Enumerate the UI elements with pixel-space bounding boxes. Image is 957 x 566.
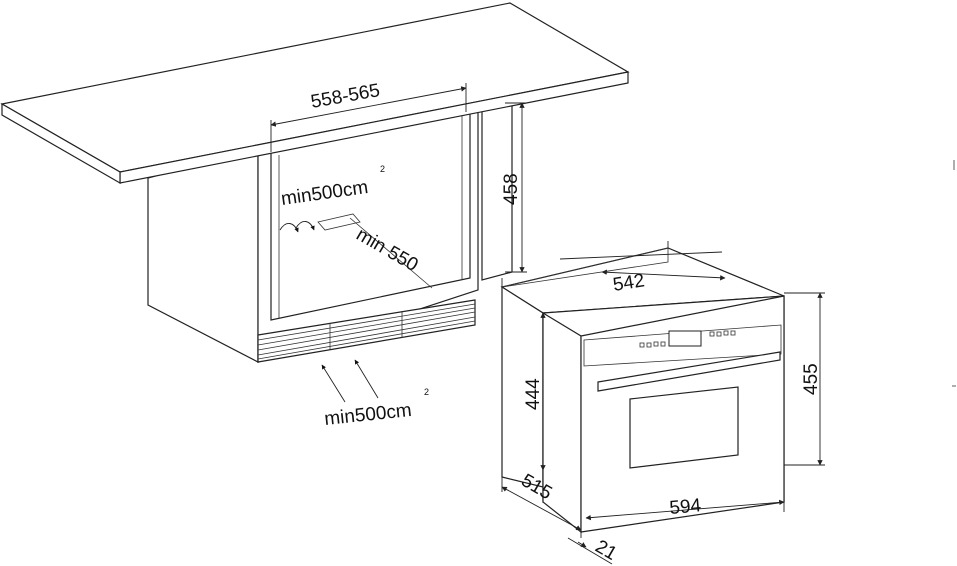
oven-body-height-label: 444: [523, 378, 544, 410]
niche-height-label: 458: [501, 173, 522, 205]
plinth-vent-grille: [257, 299, 476, 363]
top-vent-superscript: 2: [380, 164, 385, 174]
niche-height-dimension: 458: [501, 102, 527, 273]
oven-buttons-left: [639, 341, 666, 348]
oven-door-handle: [597, 351, 781, 392]
oven-display: [668, 330, 702, 347]
oven-body-back-edge: [501, 247, 669, 288]
rear-vent-slot: [317, 213, 361, 231]
cabinet-left-side: [147, 147, 259, 363]
oven-body-width-dimension: 542: [501, 241, 726, 296]
bottom-vent-label: min500cm: [323, 400, 412, 430]
oven-front-thickness: [542, 311, 582, 534]
oven: [500, 247, 785, 534]
oven-door-window: [629, 386, 739, 469]
worktop-side-edge: [1, 102, 121, 185]
oven-front-thickness-dimension: 21: [567, 536, 621, 565]
oven-front-thickness-label: 21: [592, 536, 621, 565]
bottom-vent-annotation: min500cm 2: [321, 359, 429, 430]
oven-front-height-dimension: 455: [784, 292, 825, 466]
oven-buttons-right: [709, 330, 736, 337]
oven-body-width-label: 542: [611, 270, 646, 296]
oven-control-panel: [583, 324, 782, 367]
oven-front-height-label: 455: [801, 363, 822, 395]
kitchen-cabinet: [147, 99, 513, 363]
oven-front-width-label: 594: [669, 495, 703, 519]
bottom-vent-superscript: 2: [424, 387, 429, 397]
oven-front-width-dimension: 594: [585, 495, 785, 521]
oven-body-height-dimension: 444: [523, 312, 546, 471]
